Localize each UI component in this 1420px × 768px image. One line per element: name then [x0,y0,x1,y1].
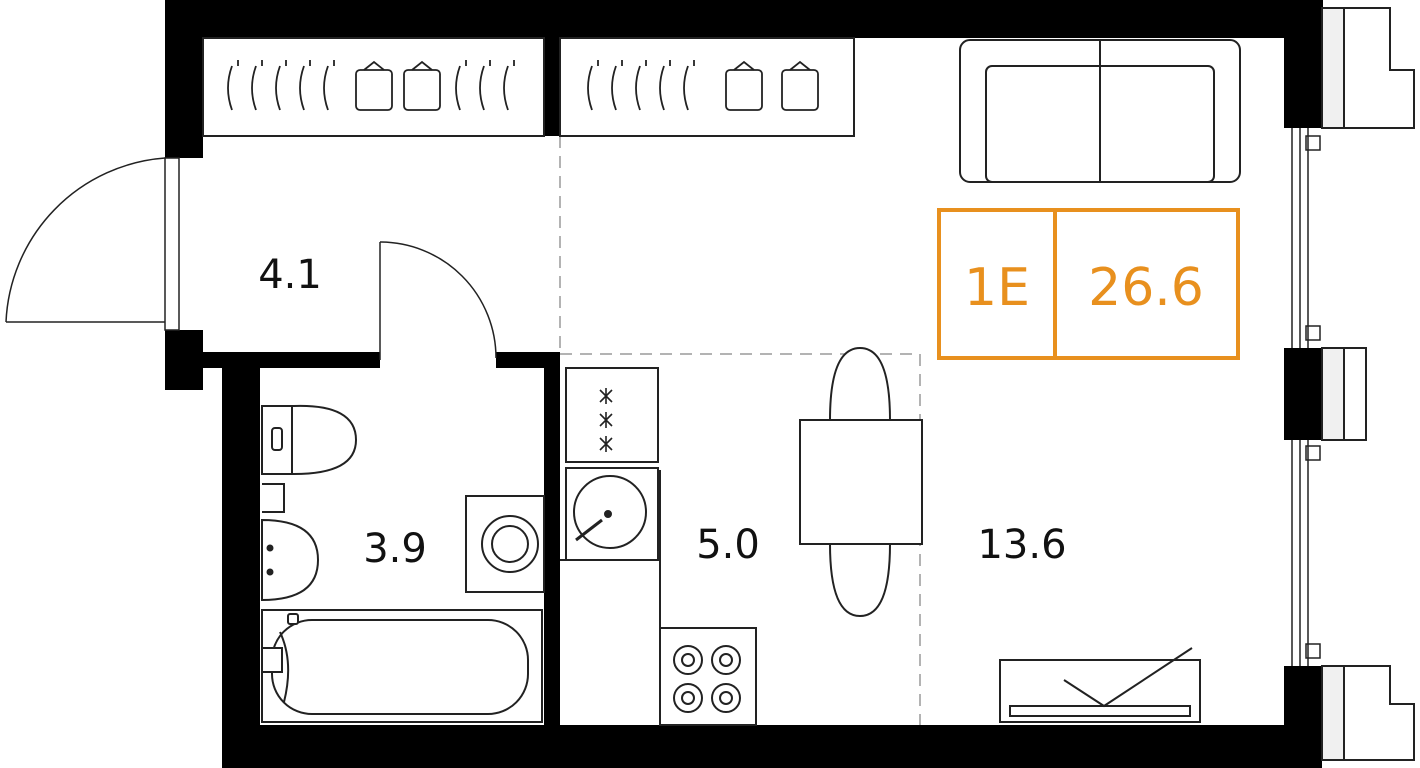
wall-bottom [222,725,1292,768]
bathroom-door[interactable] [379,241,497,360]
area-label-hallway: 4.1 [258,252,322,298]
facade-hatch-mid [1321,347,1345,441]
stove [659,627,757,726]
room-area-labels: 4.1 3.9 5.0 13.6 [258,252,1066,572]
hanger-icons-left [227,60,515,111]
facade-step-bottom [1322,665,1415,761]
area-label-living-room: 13.6 [977,522,1066,568]
wardrobe-right [559,37,855,137]
hanger-icons-right [587,60,819,111]
bath-paper [262,483,285,513]
washbasin [261,518,320,602]
wall-left-upper [165,0,203,158]
shower-hose [279,631,290,703]
wall-left-bath [222,365,260,768]
wall-top [165,0,1323,38]
wall-right-bottom [1284,666,1322,768]
wall-bath-kitchen [544,352,560,732]
badge-frame [937,208,1240,360]
dining-set [799,346,923,618]
dining-table [799,419,923,545]
tv-unit [999,647,1201,723]
walls [165,0,1323,768]
facade-hatch-bottom [1321,665,1345,761]
unit-total-area: 26.6 [1088,258,1204,318]
kitchen-fixtures [565,367,757,726]
area-label-bathroom: 3.9 [363,526,427,572]
area-label-kitchen: 5.0 [696,522,760,568]
unit-type-label: 1E [964,258,1030,318]
facade-details [1321,7,1415,761]
wall-closet-divider [544,38,560,136]
unit-badge: 1E 26.6 [937,208,1240,360]
facade-step-top [1322,7,1415,129]
dishwasher-marks [599,388,613,452]
wall-right-top [1284,0,1322,128]
chair-top [828,346,892,421]
window-glazing [1291,128,1321,666]
sofa [959,39,1241,183]
chair-bottom [828,543,892,618]
wall-bath-top-left [165,352,380,368]
bathroom-fixtures [261,404,545,723]
wall-right-mid [1284,348,1322,440]
facade-hatch-top [1321,7,1345,129]
entrance-door[interactable] [5,157,180,331]
wardrobe-left [202,37,545,137]
